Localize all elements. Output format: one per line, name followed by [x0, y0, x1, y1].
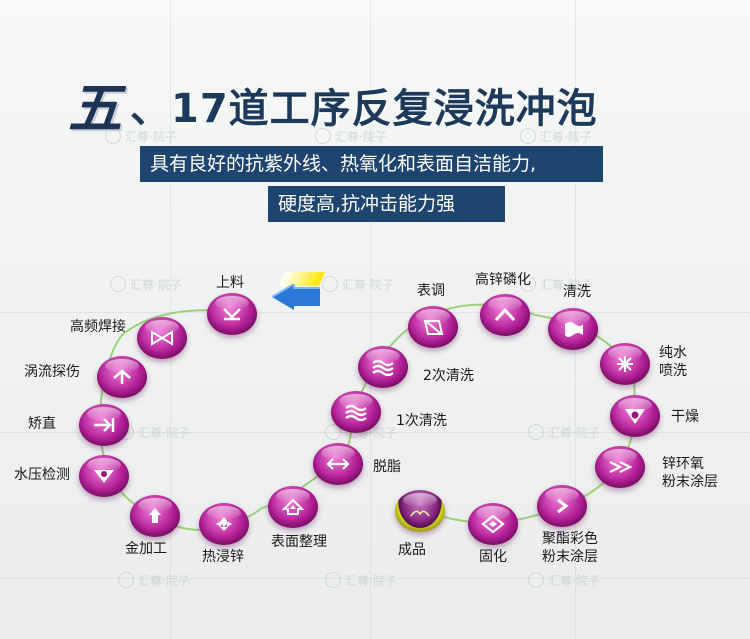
watermark: 汇尊·院子 [118, 424, 190, 441]
step-label: 清洗 [563, 284, 591, 300]
right-arrow-bar-icon [79, 404, 129, 446]
step-label: 纯水喷洗 [659, 345, 687, 379]
step-3[interactable]: 涡流探伤 [24, 356, 147, 398]
step-13[interactable]: 高锌磷化 [475, 272, 531, 336]
step-label: 聚酯彩色粉末涂层 [542, 531, 598, 565]
diagonal-icon [408, 306, 458, 348]
step-16[interactable]: 干燥 [610, 395, 699, 437]
subtitle-line-2: 硬度高,抗冲击能力强 [268, 186, 505, 222]
watermark: 汇尊·院子 [322, 276, 394, 293]
grid-line [0, 312, 750, 313]
step-label: 表面整理 [271, 534, 327, 550]
step-4[interactable]: 矫直 [28, 404, 129, 446]
grid-line [370, 0, 371, 639]
chevron-up-icon [480, 294, 530, 336]
diamond-icon [468, 503, 518, 545]
step-9[interactable]: 脱脂 [313, 443, 401, 485]
flower-icon [199, 503, 249, 545]
step-label: 高频焊接 [70, 319, 126, 335]
step-label: 2次清洗 [423, 368, 474, 384]
subtitle-line-1: 具有良好的抗紫外线、热氧化和表面自洁能力, [140, 146, 603, 182]
step-label: 成品 [398, 542, 426, 558]
step-2[interactable]: 高频焊接 [70, 317, 187, 359]
section-number: 五 [68, 76, 122, 140]
step-20[interactable]: 成品 [395, 490, 445, 558]
step-label: 干燥 [671, 409, 699, 425]
title-text: 、17道工序反复浸洗冲泡 [130, 86, 598, 132]
step-11[interactable]: 2次清洗 [358, 346, 474, 388]
drop-icon [79, 455, 129, 497]
step-14[interactable]: 清洗 [548, 284, 598, 350]
house-icon [268, 486, 318, 528]
step-label: 高锌磷化 [475, 272, 531, 288]
sparkle-icon [600, 343, 650, 385]
step-8[interactable]: 表面整理 [268, 486, 327, 550]
step-1[interactable]: 上料 [207, 275, 257, 335]
watermark: 汇尊·院子 [528, 424, 600, 441]
step-label: 金加工 [125, 541, 167, 557]
up-arrow-icon [97, 356, 147, 398]
watermark: 汇尊·院子 [528, 572, 600, 589]
down-arrow-icon [207, 293, 257, 335]
bowtie-icon [137, 317, 187, 359]
wave-icon [358, 346, 408, 388]
step-5[interactable]: 水压检测 [14, 455, 129, 497]
watermark: 汇尊·院子 [118, 572, 190, 589]
double-arrow-icon [313, 443, 363, 485]
entry-arrow-icon [272, 284, 320, 310]
watermark: 汇尊·院子 [520, 276, 592, 293]
step-label: 热浸锌 [202, 549, 244, 565]
watermark: 汇尊·院子 [325, 572, 397, 589]
step-label: 涡流探伤 [24, 364, 80, 380]
step-10[interactable]: 1次清洗 [331, 391, 447, 433]
watermark: 汇尊·院子 [315, 128, 387, 145]
pyramid-icon [130, 495, 180, 537]
page-title: 五 、17道工序反复浸洗冲泡 [0, 62, 750, 140]
step-label: 1次清洗 [396, 413, 447, 429]
step-18[interactable]: 聚酯彩色粉末涂层 [537, 485, 598, 565]
fast-forward-icon [595, 446, 645, 488]
triangle-flower-icon [610, 395, 660, 437]
step-label: 表调 [417, 283, 445, 299]
wave-icon [331, 391, 381, 433]
step-15[interactable]: 纯水喷洗 [600, 343, 687, 385]
step-label: 锌环氧粉末涂层 [662, 456, 718, 490]
watermark: 汇尊·院子 [105, 128, 177, 145]
leaf-icon [395, 490, 445, 532]
step-6[interactable]: 金加工 [125, 495, 180, 557]
step-19[interactable]: 固化 [468, 503, 518, 565]
watermark: 汇尊·院子 [520, 128, 592, 145]
flag-icon [548, 308, 598, 350]
step-label: 上料 [216, 275, 244, 291]
step-17[interactable]: 锌环氧粉末涂层 [595, 446, 718, 490]
step-label: 固化 [479, 549, 507, 565]
step-label: 脱脂 [373, 459, 401, 475]
step-label: 矫直 [28, 416, 56, 432]
step-7[interactable]: 热浸锌 [199, 503, 249, 565]
chevron-right-icon [537, 485, 587, 527]
watermark: 汇尊·院子 [110, 276, 182, 293]
step-label: 水压检测 [14, 467, 70, 483]
step-12[interactable]: 表调 [408, 283, 458, 348]
